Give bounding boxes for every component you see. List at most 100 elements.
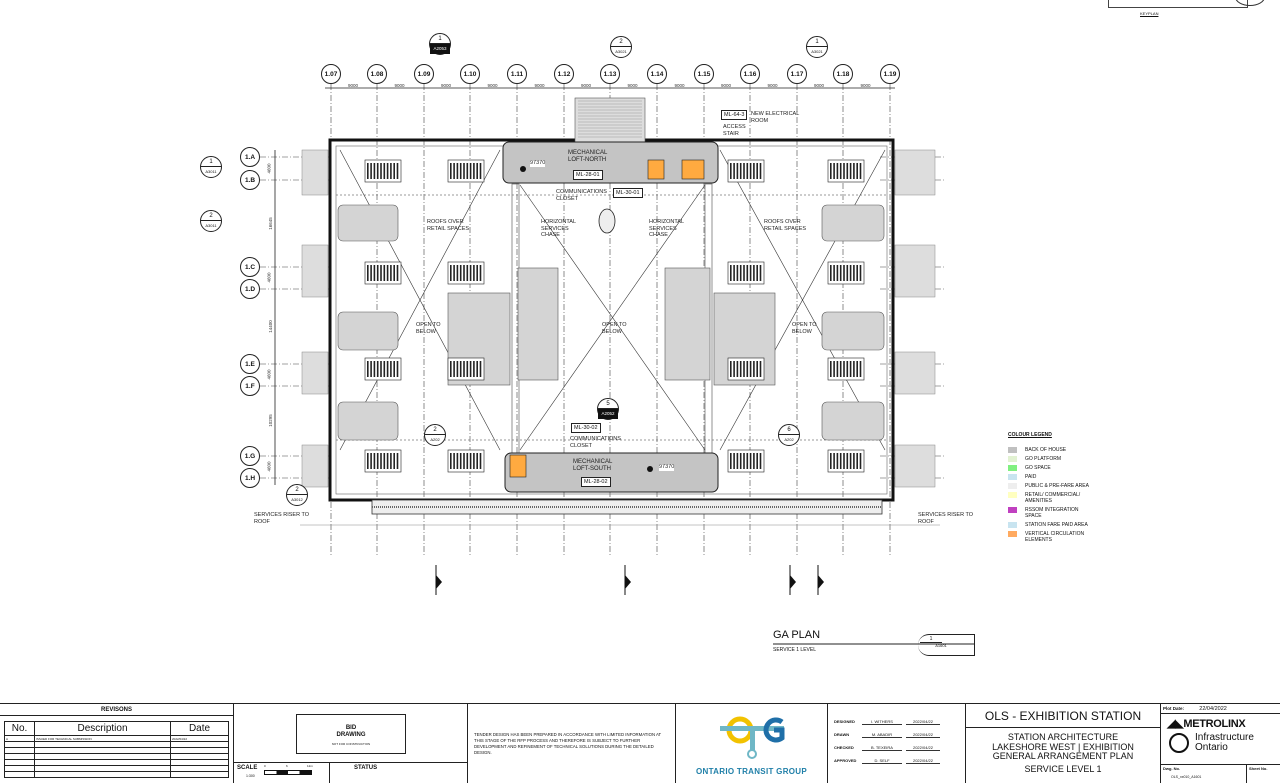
room-tag[interactable]: ML-64-3 bbox=[721, 110, 748, 120]
bid-drawing-stamp: BID DRAWING NOT FOR CONSTRUCTION bbox=[296, 714, 406, 754]
escalator bbox=[727, 261, 765, 285]
grid-bubble-1.B: 1.B bbox=[240, 170, 260, 190]
access-stair-label: ACCESS STAIR bbox=[723, 124, 746, 137]
grid-bubble-1.12: 1.12 bbox=[554, 64, 574, 84]
legend-swatch bbox=[1008, 507, 1017, 513]
escalator bbox=[447, 449, 485, 473]
scale-label: SCALE bbox=[237, 765, 258, 771]
dimension-label: 9000 bbox=[534, 83, 545, 88]
dimension-label: 10295 bbox=[267, 414, 273, 427]
legend-swatch bbox=[1008, 492, 1017, 498]
grid-bubble-1.F: 1.F bbox=[240, 376, 260, 396]
legend-item: GO SPACE bbox=[1008, 465, 1138, 471]
dimension-label: 9000 bbox=[581, 83, 592, 88]
escalator bbox=[447, 357, 485, 381]
section-arrow-icon bbox=[818, 575, 824, 589]
escalator bbox=[727, 357, 765, 381]
room-tag[interactable]: ML-28-01 bbox=[573, 170, 603, 180]
escalator bbox=[727, 159, 765, 183]
legend-item: PAID bbox=[1008, 474, 1138, 480]
grid-bubble-1.A: 1.A bbox=[240, 147, 260, 167]
open-to-below-label: OPEN TO BELOW bbox=[416, 322, 441, 335]
escalator bbox=[447, 261, 485, 285]
escalator bbox=[447, 159, 485, 183]
grid-bubble-1.D: 1.D bbox=[240, 279, 260, 299]
section-arrow-icon bbox=[436, 575, 442, 589]
project-name: OLS - EXHIBITION STATION bbox=[966, 704, 1160, 728]
otg-logo-panel: ONTARIO TRANSIT GROUP bbox=[675, 704, 827, 783]
grid-bubble-1.16: 1.16 bbox=[740, 64, 760, 84]
mech-loft-south-label: MECHANICAL LOFT-SOUTH bbox=[573, 459, 613, 472]
title-line: STATION ARCHITECTURE bbox=[1007, 732, 1119, 742]
floor-plan-drawing bbox=[260, 84, 975, 645]
otg-logo bbox=[719, 716, 784, 759]
escalator bbox=[364, 159, 402, 183]
new-electrical-label: NEW ELECTRICAL ROOM bbox=[751, 111, 800, 124]
legend-label: VERTICAL CIRCULATION ELEMENTS bbox=[1025, 531, 1085, 543]
dimension-label: 9000 bbox=[721, 83, 732, 88]
legend-label: PAID bbox=[1025, 474, 1037, 480]
retail-roof-label: ROOFS OVER RETAIL SPACES bbox=[764, 219, 807, 232]
grid-bubble-1.14: 1.14 bbox=[647, 64, 667, 84]
dimension-label: 9000 bbox=[814, 83, 825, 88]
otg-name: ONTARIO TRANSIT GROUP bbox=[695, 767, 808, 776]
title-line: GENERAL ARRANGEMENT PLAN bbox=[992, 751, 1134, 761]
tender-note: TENDER DESIGN HAS BEEN PREPARED IN ACCOR… bbox=[474, 732, 662, 755]
room-tag[interactable]: ML-30-01 bbox=[613, 188, 643, 198]
dimension-label: 9000 bbox=[441, 83, 452, 88]
room-tag[interactable]: ML-28-02 bbox=[581, 477, 611, 487]
grid-bubble-1.10: 1.10 bbox=[460, 64, 480, 84]
legend-swatch bbox=[1008, 447, 1017, 453]
grid-bubble-1.19: 1.19 bbox=[880, 64, 900, 84]
escalator bbox=[727, 449, 765, 473]
grid-bubble-1.08: 1.08 bbox=[367, 64, 387, 84]
sheet-no-label: Sheet No. bbox=[1249, 766, 1268, 771]
dimension-label: 14400 bbox=[267, 319, 273, 333]
title-line: SERVICE LEVEL 1 bbox=[1024, 763, 1102, 774]
mech-loft-north-label: MECHANICAL LOFT-NORTH bbox=[568, 150, 608, 163]
legend-item: RSSOM INTEGRATION SPACE bbox=[1008, 507, 1138, 519]
drawing-title-panel: OLS - EXHIBITION STATION STATION ARCHITE… bbox=[965, 704, 1160, 783]
legend-item: GO PLATFORM bbox=[1008, 456, 1138, 462]
dimension-label: 9000 bbox=[627, 83, 638, 88]
escalator bbox=[827, 357, 865, 381]
dimension-label: 9000 bbox=[394, 83, 405, 88]
escalator bbox=[827, 261, 865, 285]
plot-date-label: Plot Date: bbox=[1163, 706, 1185, 711]
metrolinx-icon: ◢◣ bbox=[1167, 718, 1184, 730]
view-reference-marker[interactable]: 1 A1601 bbox=[918, 634, 975, 656]
dwg-no-label: Dwg. No. bbox=[1163, 766, 1181, 771]
dimension-label: 9000 bbox=[767, 83, 778, 88]
grid-bubble-1.H: 1.H bbox=[240, 468, 260, 488]
legend-label: STATION FARE PAID AREA bbox=[1025, 522, 1088, 528]
dimension-label: 4600 bbox=[266, 272, 272, 283]
grid-bubble-1.13: 1.13 bbox=[600, 64, 620, 84]
dimension-label: 4600 bbox=[266, 162, 272, 174]
escalator bbox=[364, 357, 402, 381]
services-riser-label: SERVICES RISER TO ROOF bbox=[254, 512, 310, 525]
services-chase-label: HORIZONTAL SERVICES CHASE bbox=[649, 219, 684, 238]
title-line: LAKESHORE WEST | EXHIBITION bbox=[992, 741, 1134, 752]
room-tag[interactable]: ML-30-02 bbox=[571, 423, 601, 433]
legend-swatch bbox=[1008, 465, 1017, 471]
client-panel: Plot Date: 22/04/2022 ◢◣METROLINX Infras… bbox=[1160, 704, 1280, 783]
elevation-south: 97370 bbox=[659, 464, 675, 471]
plot-date: 22/04/2022 bbox=[1199, 706, 1227, 712]
retail-roof-label: ROOFS OVER RETAIL SPACES bbox=[427, 219, 470, 232]
legend-item: BACK OF HOUSE bbox=[1008, 447, 1138, 453]
trillium-icon bbox=[1169, 733, 1189, 753]
title-block bbox=[0, 703, 1280, 783]
legend-swatch bbox=[1008, 483, 1017, 489]
